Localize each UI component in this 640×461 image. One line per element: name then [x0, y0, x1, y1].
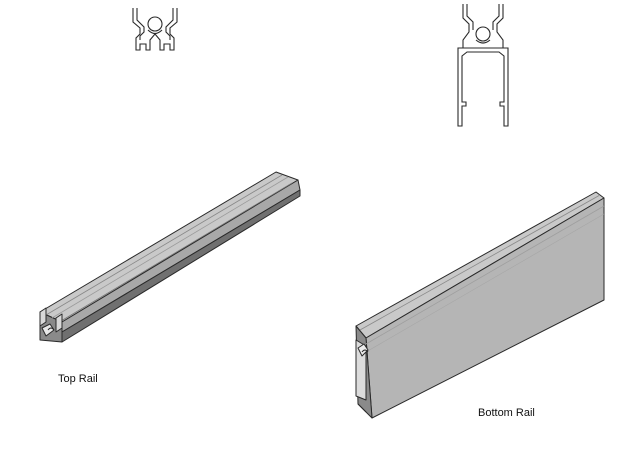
bottom-rail-label: Bottom Rail [478, 407, 535, 419]
top-rail-3d [39, 171, 301, 343]
bottom-rail-3d [355, 191, 605, 419]
top-rail-label: Top Rail [58, 373, 98, 385]
bottom-rail-profile [457, 4, 509, 127]
top-rail-profile [132, 8, 178, 51]
